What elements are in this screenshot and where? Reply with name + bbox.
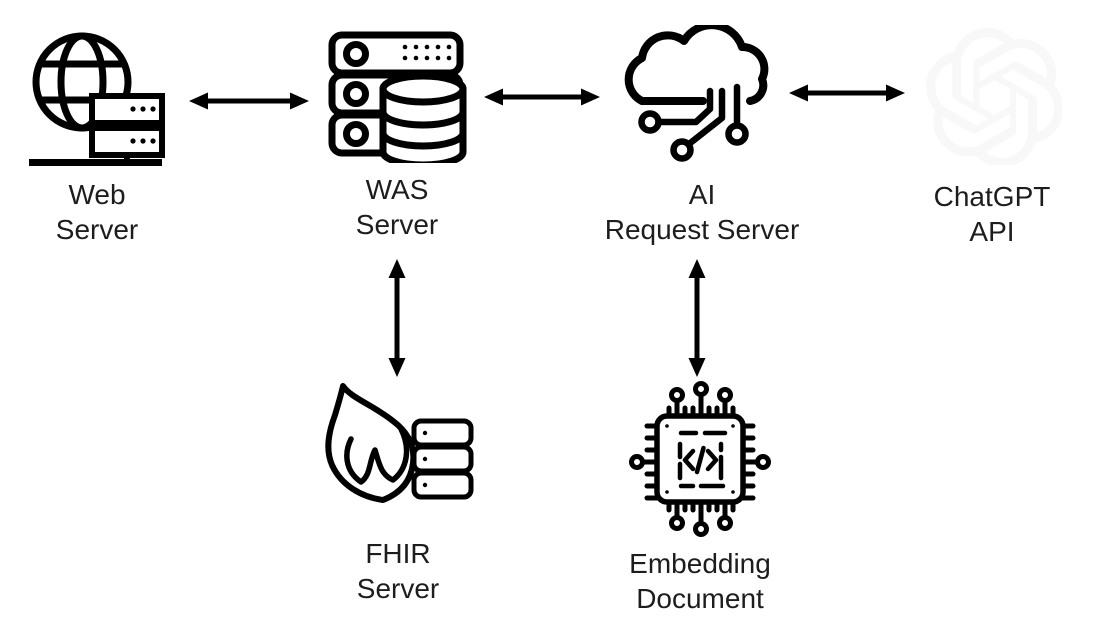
- label-line: ChatGPT: [933, 181, 1051, 212]
- node-fhir-server: FHIR Server: [318, 383, 478, 606]
- node-ai-request-server-label: AI Request Server: [605, 177, 800, 247]
- label-line: Embedding: [629, 548, 771, 579]
- label-line: FHIR: [365, 538, 431, 569]
- fhir-flame-server-icon: [324, 383, 473, 503]
- node-web-server: Web Server: [17, 24, 177, 247]
- label-line: Document: [636, 583, 764, 614]
- label-line: API: [969, 216, 1015, 247]
- label-line: Server: [356, 573, 440, 604]
- label-line: Server: [355, 209, 439, 240]
- node-was-server-label: WAS Server: [356, 172, 438, 242]
- server-rack-database-icon: [328, 31, 467, 163]
- openai-logo-icon: [925, 28, 1062, 165]
- chip-code-icon: [629, 381, 771, 537]
- node-embedding-document-label: Embedding Document: [629, 546, 771, 616]
- node-chatgpt-api: ChatGPT API: [912, 25, 1072, 249]
- label-line: WAS: [365, 174, 429, 205]
- edge-web-server-was-server-arrow: [189, 92, 309, 110]
- edge-was-server-ai-request-server-arrow: [484, 88, 600, 106]
- edge-was-server-fhir-server-arrow: [388, 259, 406, 377]
- node-embedding-document: Embedding Document: [620, 380, 780, 616]
- cloud-circuit-icon: [624, 25, 769, 162]
- node-fhir-server-label: FHIR Server: [357, 536, 439, 606]
- node-ai-request-server: AI Request Server: [605, 25, 799, 247]
- edge-ai-request-server-embedding-document-arrow: [688, 259, 706, 377]
- globe-server-icon: [29, 32, 165, 166]
- edge-ai-request-server-chatgpt-api-arrow: [789, 84, 905, 102]
- node-web-server-label: Web Server: [56, 177, 138, 247]
- node-was-server: WAS Server: [317, 28, 477, 242]
- label-line: Request Server: [604, 214, 800, 245]
- label-line: Server: [55, 214, 139, 245]
- node-chatgpt-api-label: ChatGPT API: [934, 179, 1051, 249]
- label-line: AI: [688, 179, 716, 210]
- label-line: Web: [68, 179, 126, 210]
